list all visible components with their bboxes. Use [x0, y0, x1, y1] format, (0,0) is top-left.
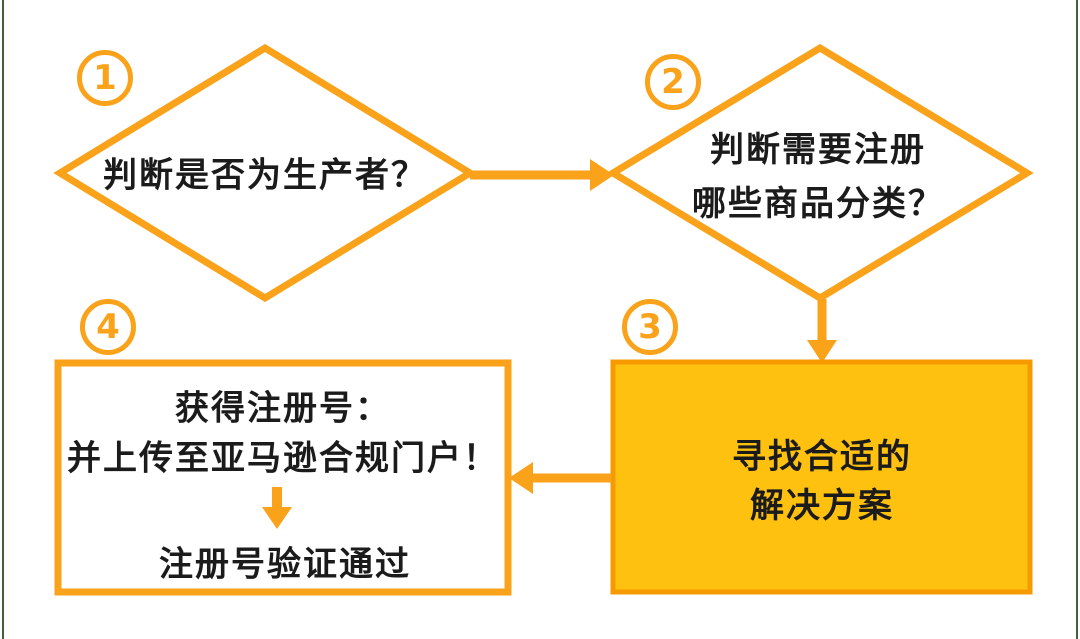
diamond-step2: [606, 43, 1034, 303]
arrow-step4-internal-head-icon: [262, 507, 292, 529]
box-step3: [610, 359, 1033, 595]
arrow-step2-to-step3-head-icon: [807, 340, 837, 363]
step2-label: 判断需要注册 哪些商品分类？: [692, 123, 944, 231]
step2-label-line2: 哪些商品分类？: [692, 184, 944, 224]
diamond-step1: [53, 43, 477, 303]
arrow-step1-to-step2-head-icon: [590, 159, 614, 191]
page-edge-line-left: [2, 0, 4, 639]
step4-label-line1: 获得注册号：: [175, 388, 391, 429]
step3-number-badge: 3: [622, 299, 678, 355]
step3-label-line2: 解决方案: [750, 486, 894, 526]
step4-label-line2: 并上传至亚马逊合规门户！: [67, 438, 499, 479]
arrow-step3-to-step4-head-icon: [509, 462, 533, 494]
page-edge-line-right: [1076, 0, 1078, 639]
step4-number-badge: 4: [80, 299, 136, 355]
step3-label-line1: 寻找合适的: [732, 437, 912, 477]
step3-label: 寻找合适的 解决方案: [732, 433, 912, 531]
step2-number-badge: 2: [645, 54, 701, 110]
box-step4: [54, 359, 512, 596]
step1-number-badge: 1: [77, 50, 133, 106]
step1-label: 判断是否为生产者？: [103, 155, 427, 196]
step2-label-line1: 判断需要注册: [710, 130, 926, 170]
step4-label-line3: 注册号验证通过: [159, 544, 411, 585]
